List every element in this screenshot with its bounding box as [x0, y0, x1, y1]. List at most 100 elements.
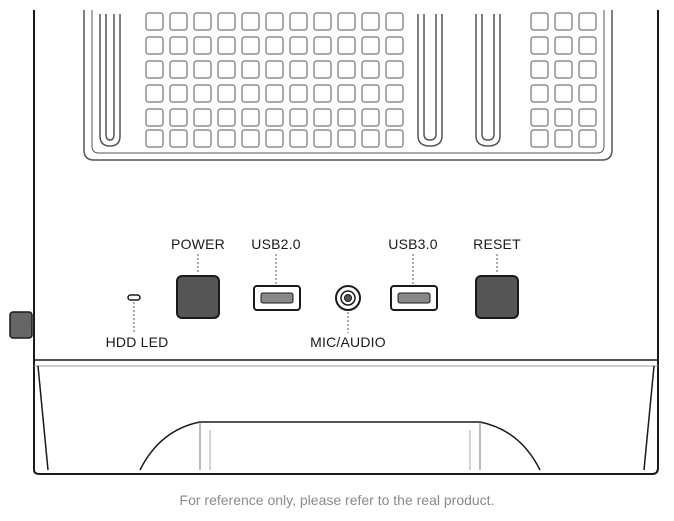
vent-hole — [193, 84, 212, 103]
hdd-led-indicator — [127, 294, 141, 301]
usb2-label: USB2.0 — [251, 236, 301, 252]
vent-hole — [385, 108, 404, 127]
vent-hole — [193, 108, 212, 127]
vent-hole — [530, 84, 549, 103]
vent-hole — [385, 12, 404, 31]
vent-hole — [337, 129, 356, 148]
vent-hole — [313, 129, 332, 148]
usb3-label: USB3.0 — [388, 236, 438, 252]
vent-hole — [193, 36, 212, 55]
vent-hole — [145, 12, 164, 31]
vent-hole — [578, 60, 597, 79]
vent-hole — [241, 108, 260, 127]
vent-hole — [265, 60, 284, 79]
vent-hole — [313, 36, 332, 55]
vent-hole — [385, 36, 404, 55]
reset-label: RESET — [473, 236, 521, 252]
vent-hole — [217, 36, 236, 55]
vent-hole — [337, 84, 356, 103]
vent-hole — [313, 108, 332, 127]
vent-hole — [289, 84, 308, 103]
vent-hole — [554, 12, 573, 31]
vent-hole — [289, 108, 308, 127]
case-base — [34, 359, 658, 471]
vent-hole — [289, 36, 308, 55]
vent-hole — [169, 60, 188, 79]
vent-hole — [530, 36, 549, 55]
vent-hole — [169, 36, 188, 55]
vent-hole — [530, 108, 549, 127]
vent-hole — [337, 108, 356, 127]
vent-hole — [361, 108, 380, 127]
vent-hole — [530, 60, 549, 79]
vent-hole — [385, 84, 404, 103]
vent-hole — [145, 60, 164, 79]
vent-hole — [530, 12, 549, 31]
vent-hole — [578, 84, 597, 103]
vent-hole — [241, 129, 260, 148]
vent-hole — [169, 129, 188, 148]
power-label: POWER — [171, 236, 225, 252]
vent-hole — [145, 129, 164, 148]
vent-hole — [193, 12, 212, 31]
vent-hole — [289, 12, 308, 31]
vent-slot — [99, 14, 501, 147]
vent-hole — [265, 108, 284, 127]
vent-hole — [217, 84, 236, 103]
vent-hole — [193, 60, 212, 79]
leader-lines — [133, 254, 498, 333]
vent-hole — [169, 84, 188, 103]
vent-hole — [578, 36, 597, 55]
vent-hole — [554, 129, 573, 148]
vent-hole — [145, 108, 164, 127]
vent-hole — [217, 12, 236, 31]
ventilation-grille — [83, 10, 613, 161]
vent-hole — [169, 108, 188, 127]
mic-audio-label: MIC/AUDIO — [310, 334, 386, 350]
vent-hole — [385, 60, 404, 79]
audio-jack[interactable] — [335, 285, 361, 311]
vent-hole — [313, 12, 332, 31]
reference-caption: For reference only, please refer to the … — [179, 492, 495, 508]
vent-hole — [530, 129, 549, 148]
vent-hole — [578, 12, 597, 31]
vent-hole — [313, 60, 332, 79]
vent-hole — [554, 84, 573, 103]
vent-hole — [313, 84, 332, 103]
side-knob — [9, 311, 33, 339]
power-button[interactable] — [176, 275, 220, 319]
vent-hole — [265, 36, 284, 55]
vent-hole — [385, 129, 404, 148]
usb3-port[interactable] — [390, 285, 438, 311]
hdd-led-label: HDD LED — [105, 334, 169, 350]
vent-hole — [217, 129, 236, 148]
case-body — [33, 10, 659, 475]
vent-hole — [361, 129, 380, 148]
vent-hole — [289, 129, 308, 148]
usb2-port[interactable] — [253, 285, 301, 311]
vent-hole — [193, 129, 212, 148]
vent-hole — [361, 60, 380, 79]
vent-hole — [289, 60, 308, 79]
vent-hole — [554, 108, 573, 127]
vent-hole — [217, 108, 236, 127]
vent-hole — [554, 60, 573, 79]
vent-hole — [241, 36, 260, 55]
vent-hole — [554, 36, 573, 55]
vent-hole — [265, 129, 284, 148]
vent-hole — [169, 12, 188, 31]
vent-hole — [265, 84, 284, 103]
vent-hole — [145, 84, 164, 103]
vent-hole — [241, 60, 260, 79]
vent-hole — [578, 129, 597, 148]
vent-hole — [361, 84, 380, 103]
vent-hole — [337, 60, 356, 79]
vent-hole — [337, 12, 356, 31]
vent-hole — [145, 36, 164, 55]
vent-hole — [361, 36, 380, 55]
vent-hole — [241, 84, 260, 103]
vent-hole — [337, 36, 356, 55]
reset-button[interactable] — [475, 275, 519, 319]
vent-hole — [578, 108, 597, 127]
